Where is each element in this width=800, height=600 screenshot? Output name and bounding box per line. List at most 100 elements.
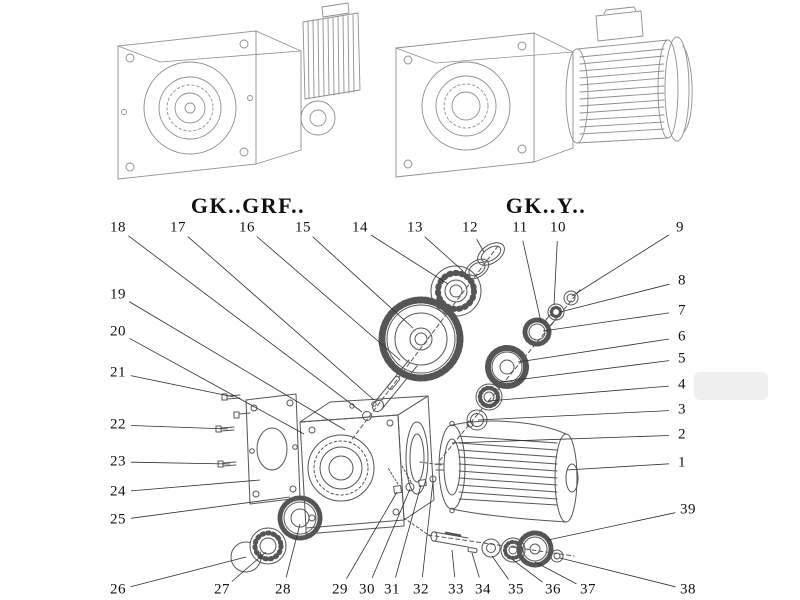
callout-10: 10 xyxy=(550,219,566,236)
callout-39: 39 xyxy=(680,501,696,518)
main-gear-stack xyxy=(349,242,505,443)
leader-line-16 xyxy=(256,236,401,361)
callout-16: 16 xyxy=(239,219,255,236)
leader-line-35 xyxy=(491,555,509,580)
motor-mount-flange xyxy=(405,421,429,495)
leader-line-14 xyxy=(370,234,449,285)
callout-37: 37 xyxy=(580,581,596,598)
leader-line-36 xyxy=(512,559,543,583)
output-bore-circle xyxy=(421,61,511,151)
callout-26: 26 xyxy=(110,581,126,598)
callout-33: 33 xyxy=(448,581,464,598)
callout-34: 34 xyxy=(475,581,491,598)
input-shaft-stack xyxy=(439,289,581,461)
leader-line-15 xyxy=(312,236,414,329)
model-label-y: GK..Y.. xyxy=(505,193,587,218)
shaft-gear xyxy=(516,530,554,568)
leader-line-1 xyxy=(566,463,670,471)
callout-30: 30 xyxy=(359,581,375,598)
callout-36: 36 xyxy=(545,581,561,598)
output-parts xyxy=(230,495,323,573)
gearbox-grf-drawing xyxy=(117,2,361,180)
shaft-spacer xyxy=(481,538,501,558)
callout-18: 18 xyxy=(110,219,126,236)
callout-15: 15 xyxy=(295,219,311,236)
callout-24: 24 xyxy=(110,483,126,500)
leader-line-34 xyxy=(471,552,480,578)
callout-4: 4 xyxy=(678,376,686,393)
output-shaft-assembly xyxy=(427,530,575,568)
leader-line-24 xyxy=(130,479,261,492)
leader-line-11 xyxy=(522,240,542,323)
shaft-key xyxy=(387,375,401,391)
gearbox-y-drawing xyxy=(395,6,693,178)
callout-23: 23 xyxy=(110,453,126,470)
leader-line-25 xyxy=(130,496,291,519)
leader-line-26 xyxy=(130,556,247,588)
leader-line-6 xyxy=(517,338,670,363)
callout-25: 25 xyxy=(110,511,126,528)
leader-line-17 xyxy=(187,236,375,401)
callout-1: 1 xyxy=(678,454,686,471)
input-shaft-circle xyxy=(300,100,336,136)
callout-31: 31 xyxy=(384,581,400,598)
motor-drawing xyxy=(565,6,693,144)
leader-line-12 xyxy=(476,238,485,253)
leader-line-18 xyxy=(128,235,363,413)
leader-line-21 xyxy=(130,375,235,398)
callout-13: 13 xyxy=(407,219,423,236)
leader-line-31 xyxy=(395,484,422,578)
leader-line-29 xyxy=(346,491,398,580)
output-shaft xyxy=(430,531,469,548)
motor-eyebolt xyxy=(466,420,474,428)
shaft-key xyxy=(467,547,478,553)
watermark-blob xyxy=(694,372,768,400)
output-bore-circle xyxy=(143,61,237,155)
exploded-view xyxy=(215,242,581,573)
leader-line-2 xyxy=(451,435,670,444)
callout-7: 7 xyxy=(678,302,686,319)
main-shaft xyxy=(362,359,418,421)
fin-cover xyxy=(302,2,361,100)
callout-28: 28 xyxy=(275,581,291,598)
leader-line-28 xyxy=(285,523,301,578)
leader-line-30 xyxy=(371,488,411,579)
callout-32: 32 xyxy=(413,581,429,598)
callout-19: 19 xyxy=(110,286,126,303)
leader-line-22 xyxy=(130,425,229,430)
leader-line-37 xyxy=(534,561,577,585)
callout-38: 38 xyxy=(680,581,696,598)
callout-12: 12 xyxy=(462,219,478,236)
assembly-link-lines xyxy=(403,461,442,537)
callout-8: 8 xyxy=(678,272,686,289)
bolt xyxy=(233,411,251,419)
input-ring xyxy=(563,290,579,306)
leader-line-27 xyxy=(231,551,267,582)
leader-line-19 xyxy=(128,301,346,431)
leader-line-5 xyxy=(499,360,670,383)
input-bearing xyxy=(475,383,503,411)
callout-35: 35 xyxy=(508,581,524,598)
leader-line-9 xyxy=(571,234,670,297)
callout-27: 27 xyxy=(214,581,230,598)
input-gear xyxy=(485,345,529,389)
leader-line-4 xyxy=(487,385,670,402)
gear-housing xyxy=(299,395,435,535)
callout-9: 9 xyxy=(676,219,684,236)
callout-17: 17 xyxy=(170,219,186,236)
leader-line-10 xyxy=(553,240,558,306)
output-gear-ring xyxy=(277,495,323,541)
motor xyxy=(435,420,579,523)
leader-line-39 xyxy=(547,512,676,541)
terminal-box xyxy=(595,10,644,42)
main-gear xyxy=(378,296,464,382)
leader-line-8 xyxy=(559,283,670,313)
input-pinion xyxy=(522,313,557,347)
leader-line-38 xyxy=(559,557,676,588)
output-bearing xyxy=(249,527,287,565)
leader-line-13 xyxy=(424,236,464,272)
callout-20: 20 xyxy=(110,323,126,340)
